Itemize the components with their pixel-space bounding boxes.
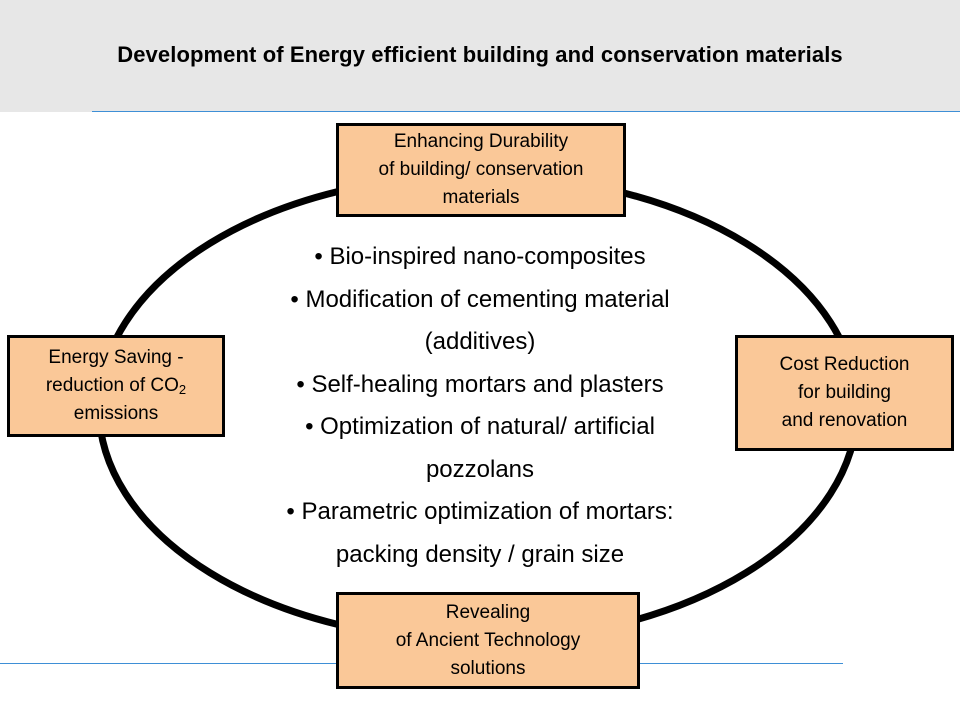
box-cost-reduction: Cost Reduction for building and renovati… <box>735 335 954 451</box>
box-line: emissions <box>73 403 159 424</box>
box-line: Enhancing Durability <box>393 131 569 152</box>
box-line: of building/ conservation <box>378 159 584 180</box>
title-bar: Development of Energy efficient building… <box>0 0 960 112</box>
topic-line: pozzolans <box>425 455 535 483</box>
box-line: and renovation <box>781 410 908 431</box>
center-topics: • Bio-inspired nano-composites • Modific… <box>225 236 735 576</box>
slide-title: Development of Energy efficient building… <box>117 42 843 67</box>
topic-line: • Bio-inspired nano-composites <box>314 243 646 270</box>
topic-line: (additives) <box>424 328 536 355</box>
top-divider-line <box>92 111 960 112</box>
box-text: Energy Saving - reduction of CO2 emissio… <box>46 344 186 428</box>
co2-subscript: 2 <box>178 382 187 397</box>
box-line: solutions <box>450 657 526 679</box>
box-line: of Ancient Technology <box>395 629 581 651</box>
topic-line: • Self-healing mortars and plasters <box>296 370 664 398</box>
box-ancient-technology: Revealing of Ancient Technology solution… <box>336 592 640 689</box>
box-line: Energy Saving - <box>48 347 184 368</box>
box-text: Revealing of Ancient Technology solution… <box>396 599 581 683</box>
box-enhancing-durability: Enhancing Durability of building/ conser… <box>336 123 626 217</box>
topic-line: • Optimization of natural/ artificial <box>305 413 655 440</box>
box-energy-saving: Energy Saving - reduction of CO2 emissio… <box>7 335 225 437</box>
box-line: Cost Reduction <box>779 354 910 375</box>
box-text: Cost Reduction for building and renovati… <box>780 351 910 435</box>
box-line: materials <box>442 187 520 208</box>
co2-prefix: reduction of CO <box>45 375 179 396</box>
topic-line: • Modification of cementing material <box>290 285 670 313</box>
box-line: for building <box>798 382 891 403</box>
topic-line: packing density / grain size <box>335 540 625 568</box>
box-text: Enhancing Durability of building/ conser… <box>379 128 584 212</box>
box-line-co2: reduction of CO2 <box>46 372 186 400</box>
topic-line: • Parametric optimization of mortars: <box>286 498 674 525</box>
box-line: Revealing <box>445 601 531 623</box>
